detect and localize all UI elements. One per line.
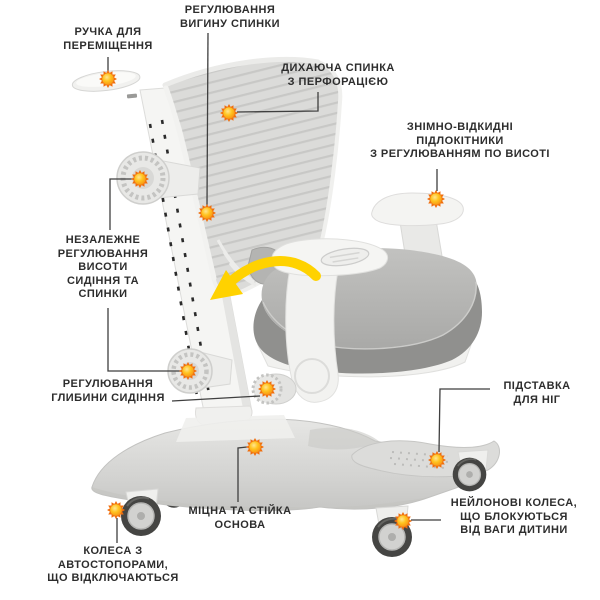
callout-label-handle: РУЧКА ДЛЯ ПЕРЕМІЩЕННЯ: [63, 26, 153, 52]
callout-label-sturdy-base: МІЦНА ТА СТІЙКА ОСНОВА: [188, 505, 292, 531]
backrest-top-rim: [162, 56, 321, 88]
callout-line-breathable-back: [236, 92, 319, 113]
curved-arrow-left-icon: [210, 256, 321, 300]
caster-wheel-right: [451, 456, 488, 493]
armrest-post-cap: [294, 358, 330, 394]
callout-label-independent-height: НЕЗАЛЕЖНЕ РЕГУЛЮВАННЯ ВИСОТИ СИДІННЯ ТА …: [57, 234, 149, 300]
callout-label-seat-depth: РЕГУЛЮВАННЯ ГЛИБИНИ СИДІННЯ: [51, 378, 165, 404]
callout-label-backrest-curve: РЕГУЛЮВАННЯ ВИГИНУ СПИНКИ: [179, 4, 281, 30]
callout-label-autostop-wheels: КОЛЕСА З АВТОСТОПОРАМИ, ЩО ВІДКЛЮЧАЮТЬСЯ: [47, 545, 179, 584]
callout-label-armrests: ЗНІМНО-ВІДКИДНІ ПІДЛОКІТНИКИ З РЕГУЛЮВАН…: [370, 121, 550, 160]
callout-line-independent-bottom: [107, 308, 180, 372]
callout-label-breathable-back: ДИХАЮЧА СПИНКА З ПЕРФОРАЦІЄЮ: [281, 62, 395, 88]
footrest-perforation: [389, 451, 451, 469]
callout-line-footrest: [438, 388, 490, 453]
base-top-inset: [176, 415, 295, 442]
callout-label-nylon-wheels: НЕЙЛОНОВІ КОЛЕСА, ЩО БЛОКУЮТЬСЯ ВІД ВАГИ…: [450, 497, 578, 536]
callout-line-sturdy-base: [237, 446, 248, 502]
callout-line-independent-top: [109, 178, 132, 230]
callout-label-footrest: ПІДСТАВКА ДЛЯ НІГ: [503, 380, 571, 406]
base-scoop: [308, 427, 380, 450]
armrest-near-post: [285, 267, 339, 403]
callout-lines: [107, 32, 490, 543]
caster-wheel-front-left: [120, 495, 162, 537]
base: [91, 415, 483, 512]
callout-line-seat-depth: [171, 395, 261, 402]
backrest-left-rim: [163, 85, 217, 281]
brand-sticker: [126, 93, 138, 99]
callout-line-backrest-curve: [206, 32, 209, 206]
base-front-shade: [91, 487, 430, 511]
